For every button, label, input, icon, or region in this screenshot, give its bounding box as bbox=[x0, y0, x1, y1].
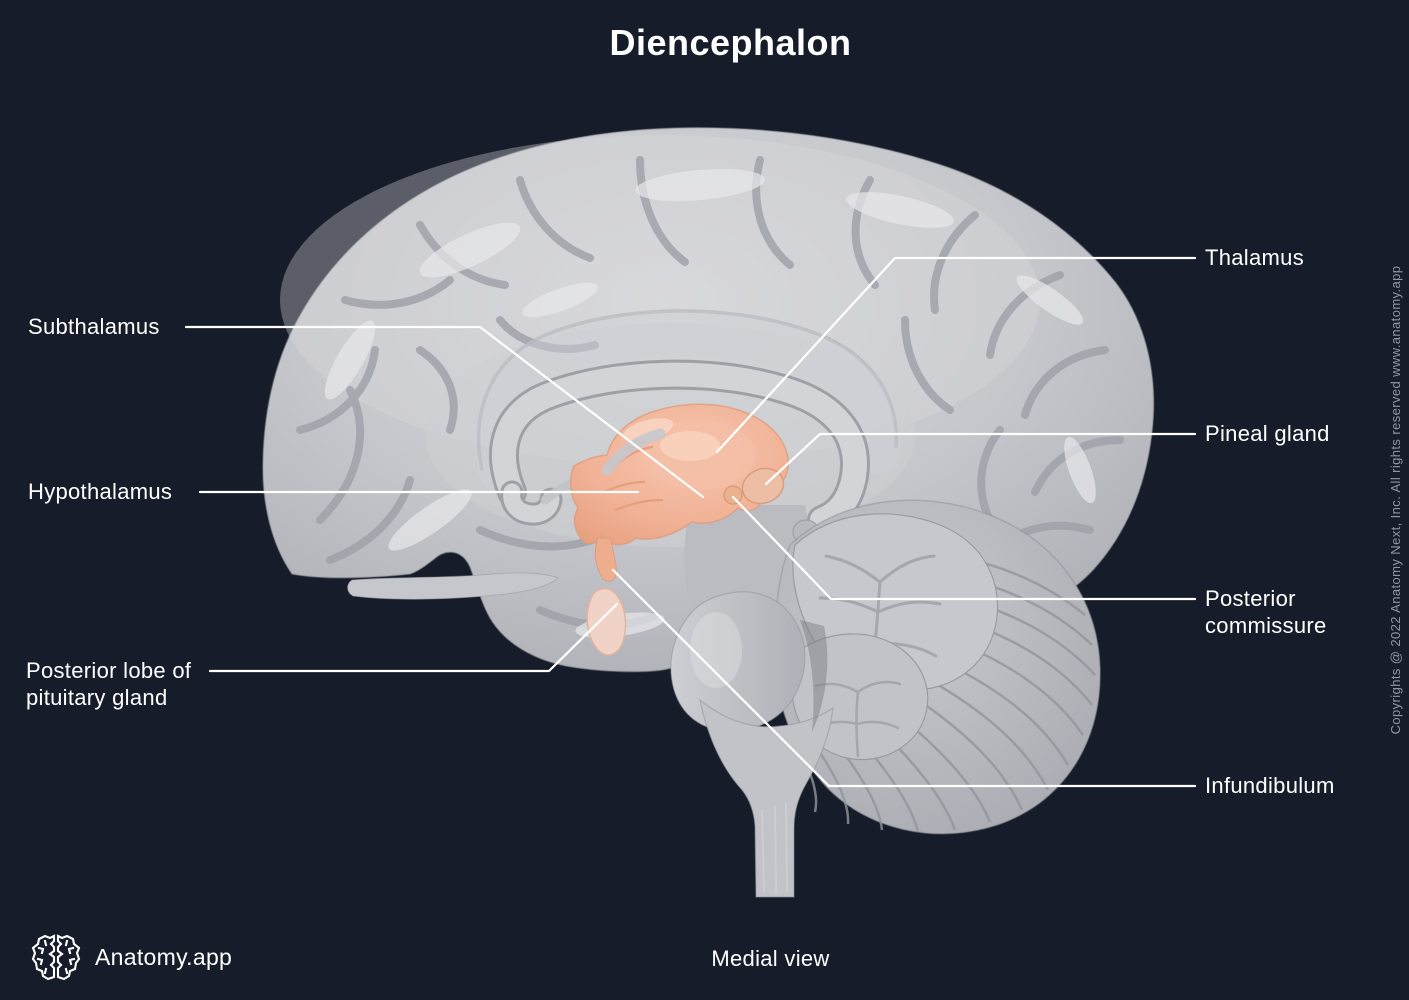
label-text: commissure bbox=[1205, 613, 1327, 638]
posterior-commissure-highlight bbox=[723, 485, 743, 505]
infundibulum-leader-line bbox=[611, 568, 1197, 788]
label-text: Posterior bbox=[1205, 586, 1296, 611]
view-label: Medial view bbox=[711, 946, 830, 971]
label-infundibulum: Infundibulum bbox=[1205, 772, 1335, 799]
label-thalamus: Thalamus bbox=[1205, 244, 1304, 271]
label-text: pituitary gland bbox=[26, 685, 168, 710]
posterior-commissure-leader-line bbox=[731, 495, 1197, 601]
brand-footer: Anatomy.app bbox=[30, 931, 232, 983]
label-text: Posterior lobe of bbox=[26, 658, 192, 683]
logo-left-hemisphere bbox=[31, 934, 56, 981]
optic-nerve bbox=[347, 572, 559, 600]
label-text: Infundibulum bbox=[1205, 773, 1335, 798]
subthalamus-leader-line bbox=[184, 325, 705, 499]
label-text: Pineal gland bbox=[1205, 421, 1330, 446]
brain-logo-icon bbox=[31, 934, 81, 981]
brand-name: Anatomy.app bbox=[95, 943, 233, 970]
brainstem-illustration bbox=[670, 591, 834, 898]
label-pineal-gland: Pineal gland bbox=[1205, 420, 1330, 447]
label-text: Subthalamus bbox=[28, 314, 160, 339]
thalamus-leader-line bbox=[715, 256, 1197, 454]
label-text: Hypothalamus bbox=[28, 479, 173, 504]
medulla-spinal-cord bbox=[699, 698, 834, 898]
label-posterior-lobe-of-pituitary-gland: Posterior lobe of pituitary gland bbox=[26, 657, 191, 711]
label-subthalamus: Subthalamus bbox=[28, 313, 160, 340]
infundibulum-stalk-highlight bbox=[594, 537, 617, 582]
posterior-lobe-leader-line bbox=[208, 602, 619, 673]
pineal-gland-leader-line bbox=[764, 432, 1197, 486]
page-title: Diencephalon bbox=[609, 22, 852, 63]
corpus-callosum bbox=[474, 309, 901, 535]
label-text: Thalamus bbox=[1205, 245, 1304, 270]
label-hypothalamus: Hypothalamus bbox=[28, 478, 172, 505]
leader-lines bbox=[184, 256, 1197, 788]
logo-right-hemisphere bbox=[56, 934, 81, 981]
label-posterior-commissure: Posterior commissure bbox=[1205, 585, 1327, 639]
copyright-notice: Copyrights @ 2022 Anatomy Next, Inc. All… bbox=[1388, 265, 1403, 735]
